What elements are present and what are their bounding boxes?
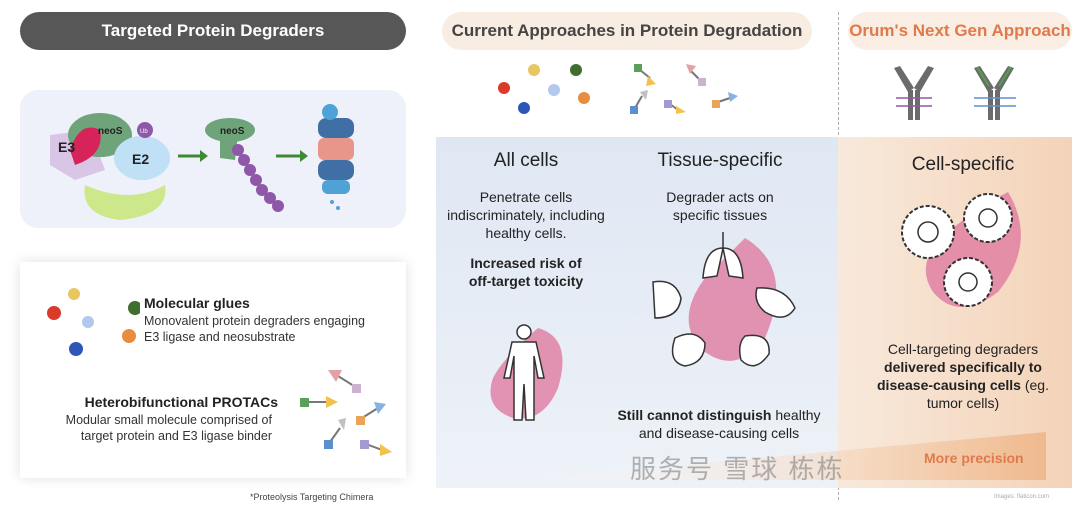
protacs-title: Heterobifunctional PROTACs xyxy=(84,394,278,410)
e2-label: E2 xyxy=(132,151,149,167)
tissue-limit-line-2: and disease-causing cells xyxy=(638,425,800,441)
tissue-limit-rest: healthy xyxy=(771,407,821,423)
footnote: *Proteolysis Targeting Chimera xyxy=(250,492,374,502)
proteasome-icon xyxy=(318,104,354,210)
image-credit: Images: flaticon.com xyxy=(994,494,1050,500)
cell-desc-2: delivered specifically to xyxy=(884,359,1042,375)
glues-desc-2: E3 ligase and neosubstrate xyxy=(144,330,296,344)
cell-desc-4: tumor cells) xyxy=(926,395,1000,411)
tissue-description: Degrader acts on specific tissues xyxy=(640,188,800,224)
orum-approach-title: Orum's Next Gen Approach xyxy=(848,12,1072,50)
left-title: Targeted Protein Degraders xyxy=(20,12,406,50)
tumor-cells-icon xyxy=(901,192,1021,307)
all-cells-desc-1: Penetrate cells xyxy=(479,189,573,205)
neos-label-2: neoS xyxy=(220,126,245,137)
tissue-limit-bold: Still cannot distinguish xyxy=(617,407,772,423)
tissue-desc-2: specific tissues xyxy=(672,207,768,223)
more-precision-label: More precision xyxy=(924,450,1024,466)
current-approaches-title: Current Approaches in Protein Degradatio… xyxy=(442,12,812,50)
mechanism-panel: E3 neoS Ub E2 neoS xyxy=(20,90,406,228)
all-cells-description: Penetrate cells indiscriminately, includ… xyxy=(436,188,616,290)
arrow-icon xyxy=(276,150,308,162)
current-degraders-icons xyxy=(498,64,738,114)
precision-gradient-wedge xyxy=(516,432,1046,480)
neos-label: neoS xyxy=(98,126,123,137)
cell-specific-description: Cell-targeting degraders delivered speci… xyxy=(860,340,1066,412)
e3-label: E3 xyxy=(58,139,75,155)
organs-icon xyxy=(652,232,796,367)
tissue-limit-line-1: Still cannot distinguish healthy xyxy=(600,406,838,424)
all-cells-desc-2: indiscriminately, including xyxy=(447,207,605,223)
tissue-desc-1: Degrader acts on xyxy=(666,189,774,205)
arrow-icon xyxy=(178,150,208,162)
all-cells-desc-3: healthy cells. xyxy=(485,225,567,241)
cell-specific-title: Cell-specific xyxy=(911,154,1015,175)
tissue-specific-title: Tissue-specific xyxy=(657,150,783,171)
glues-title: Molecular glues xyxy=(144,295,250,311)
tissue-limitation: Still cannot distinguish healthy and dis… xyxy=(600,406,838,442)
ubiquitin-chain xyxy=(232,144,284,212)
cell-desc-3-bold: disease-causing cells xyxy=(877,377,1021,393)
modalities-panel: Molecular glues Monovalent protein degra… xyxy=(20,262,406,478)
risk-line-2: off-target toxicity xyxy=(468,273,584,289)
protacs-description: Modular small molecule comprised of targe… xyxy=(66,412,272,444)
watermark: 服务号 雪球 栋栋 xyxy=(630,454,845,484)
protacs-desc-1: Modular small molecule comprised of xyxy=(65,413,272,427)
cell-desc-3-rest: (eg. xyxy=(1020,377,1049,393)
human-body-icon xyxy=(490,324,563,421)
glues-description: Monovalent protein degraders engaging E3 … xyxy=(144,313,365,345)
ternary-complex-illustration: E3 neoS Ub E2 neoS xyxy=(50,104,354,220)
antibody-icons xyxy=(894,66,1016,120)
cell-desc-1: Cell-targeting degraders xyxy=(887,341,1039,357)
protac-molecules-icon xyxy=(300,370,392,456)
next-gen-panel xyxy=(838,137,1072,488)
all-cells-title: All cells xyxy=(493,150,559,171)
protacs-desc-2: target protein and E3 ligase binder xyxy=(80,429,272,443)
risk-line-1: Increased risk of xyxy=(470,255,582,271)
cell-desc-3: disease-causing cells (eg. xyxy=(860,376,1066,394)
glues-desc-1: Monovalent protein degraders engaging xyxy=(144,314,365,328)
ub-label: Ub xyxy=(140,129,148,135)
molecular-glue-dots-icon xyxy=(47,288,140,356)
